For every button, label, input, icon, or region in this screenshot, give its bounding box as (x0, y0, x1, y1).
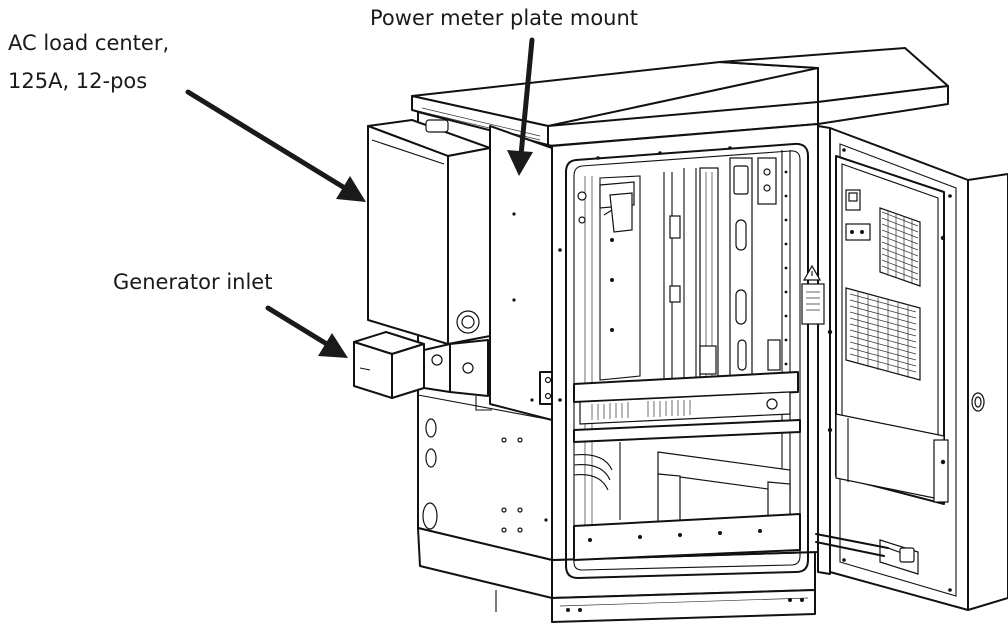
door-ac-lower-vent (845, 287, 921, 381)
callout-generator-inlet: Generator inlet (113, 270, 273, 294)
callout-power-meter-plate-mount: Power meter plate mount (370, 6, 639, 30)
callout-ac-load-center-line2: 125A, 12-pos (8, 69, 148, 93)
arrow-power-meter-plate (507, 37, 535, 176)
ac-load-center-box (367, 119, 491, 345)
arrow-ac-load-center (185, 89, 366, 202)
rectifier-vents (591, 400, 691, 420)
power-meter-plate (489, 125, 557, 421)
generator-inlet (353, 331, 492, 411)
callout-ac-load-center-line1: AC load center, (8, 31, 170, 55)
door-ac-fan-grille (879, 207, 921, 287)
arrow-generator-inlet (265, 305, 348, 358)
cabinet-interior (573, 150, 801, 561)
open-front-door (801, 125, 1008, 611)
